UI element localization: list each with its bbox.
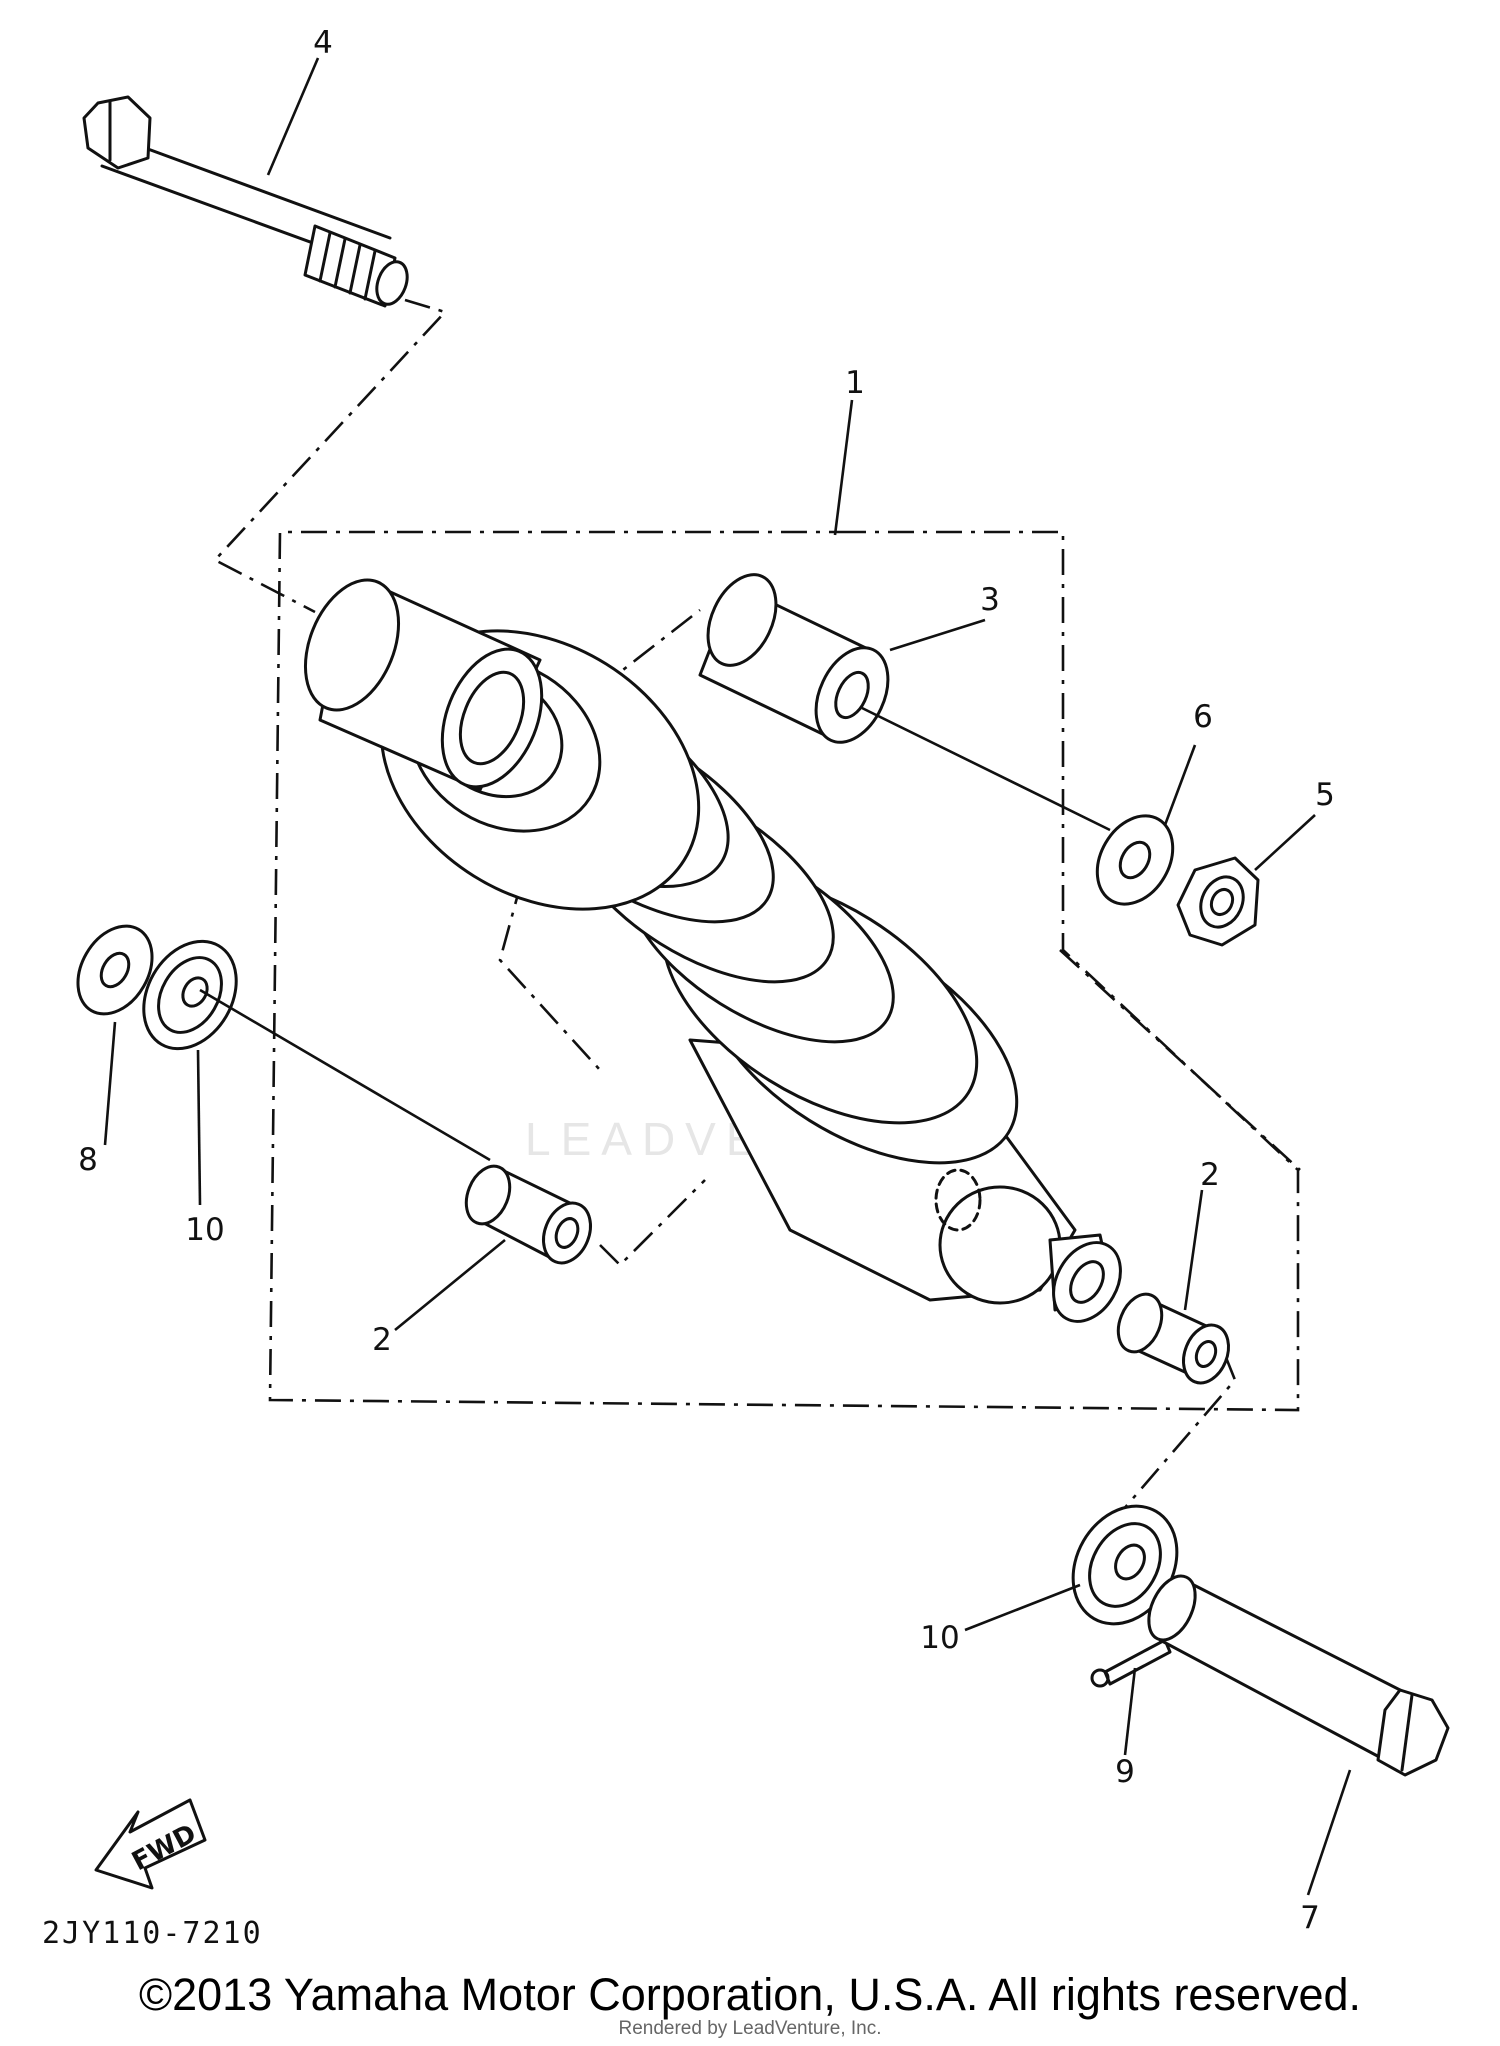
callouts: 1 2 2 3 4 5 6 7 8 9 10 10 bbox=[78, 25, 1335, 1936]
callout-3: 3 bbox=[980, 582, 1000, 618]
part-5-nut bbox=[1176, 856, 1260, 947]
callout-9: 9 bbox=[1115, 1754, 1135, 1790]
callout-10: 10 bbox=[185, 1212, 224, 1248]
callout-10: 10 bbox=[920, 1620, 959, 1656]
rendered-by-note: Rendered by LeadVenture, Inc. bbox=[618, 2018, 882, 2039]
part-10-seal-left bbox=[142, 939, 491, 1162]
callout-8: 8 bbox=[78, 1142, 98, 1178]
forward-direction-arrow: FWD bbox=[94, 1798, 207, 1890]
part-1-shock-absorber bbox=[303, 578, 1122, 1323]
assembly-boundary bbox=[268, 530, 1300, 1412]
diagram-code: 2JY110-7210 bbox=[42, 1916, 263, 1951]
callout-2: 2 bbox=[1200, 1157, 1220, 1193]
part-2-collar-left bbox=[464, 1164, 592, 1265]
callout-2: 2 bbox=[372, 1322, 392, 1358]
callout-4: 4 bbox=[313, 25, 333, 61]
part-2-collar-right bbox=[1116, 1292, 1230, 1385]
callout-leaders bbox=[103, 57, 1352, 1896]
part-6-washer bbox=[1095, 814, 1175, 906]
part-3-collar bbox=[698, 573, 1111, 832]
copyright-notice: ©2013 Yamaha Motor Corporation, U.S.A. A… bbox=[138, 1969, 1362, 2020]
callout-7: 7 bbox=[1300, 1900, 1320, 1936]
callout-5: 5 bbox=[1315, 777, 1335, 813]
callout-6: 6 bbox=[1193, 699, 1213, 735]
part-8-washer bbox=[76, 924, 154, 1016]
part-9-cotter-pin bbox=[1090, 1638, 1172, 1688]
part-7-shaft-bolt bbox=[1147, 1574, 1450, 1777]
callout-1: 1 bbox=[845, 365, 865, 401]
part-4-bolt bbox=[82, 95, 409, 308]
